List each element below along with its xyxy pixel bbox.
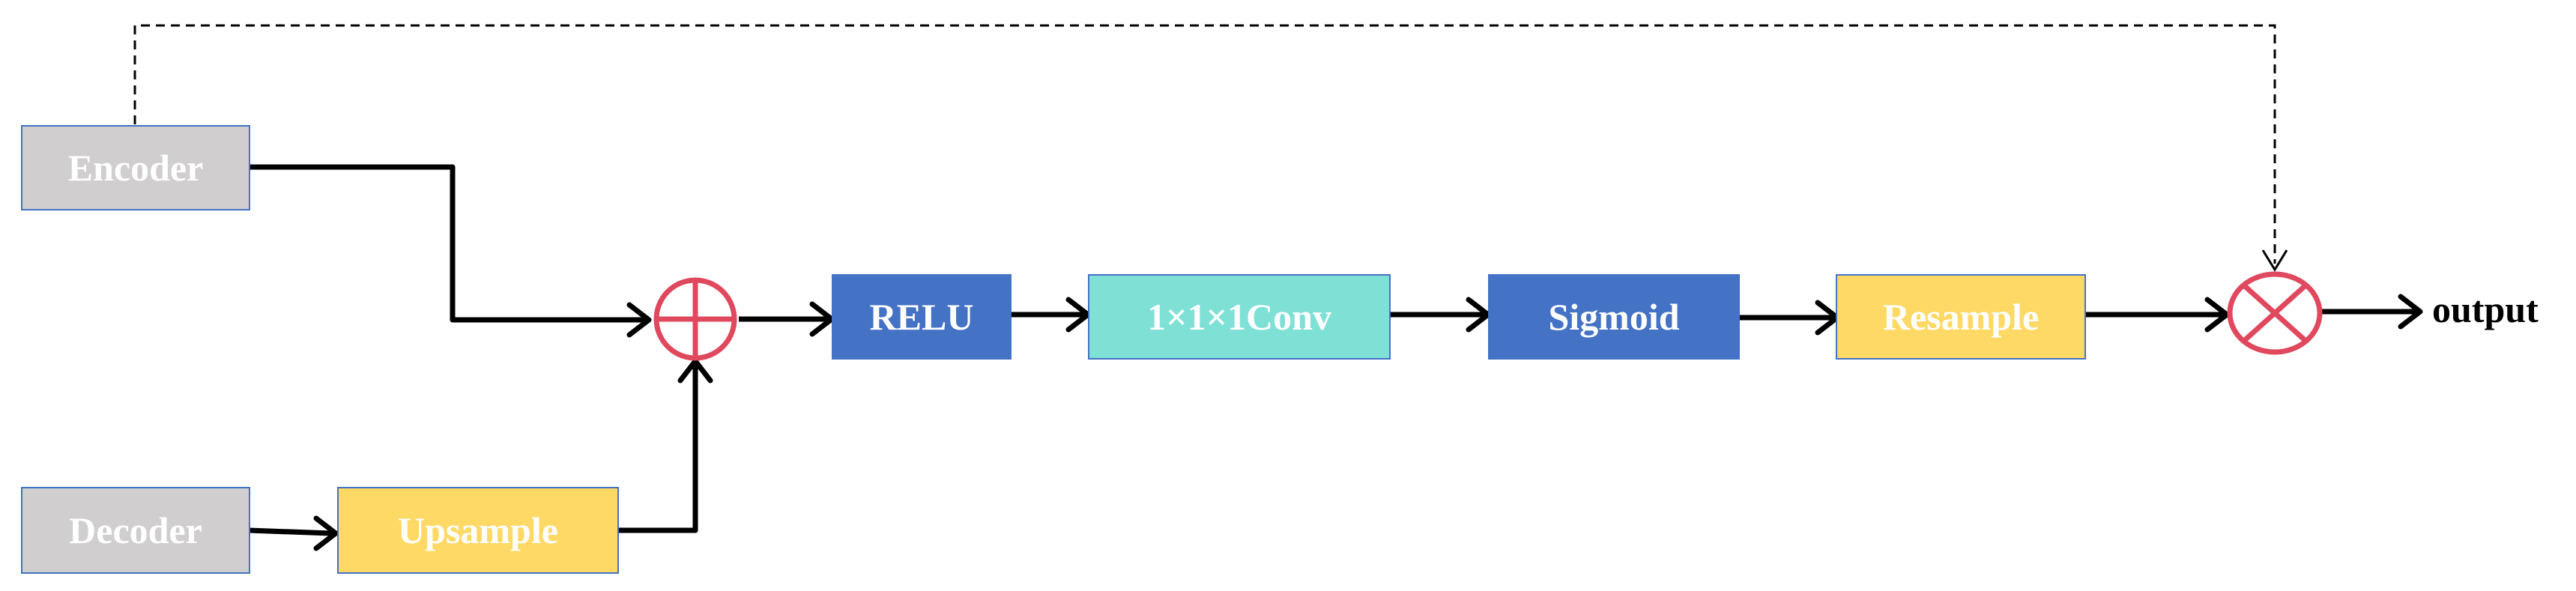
skip-connection-arrowhead (2261, 249, 2288, 272)
skip-connection-dashed (133, 24, 2276, 264)
add-operator-icon (653, 277, 737, 361)
edge-encoder-to-add (249, 164, 644, 323)
sigmoid-box: Sigmoid (1488, 274, 1740, 360)
encoder-label: Encoder (67, 147, 204, 189)
resample-label: Resample (1882, 296, 2040, 338)
edge-upsample-to-add (617, 366, 698, 533)
upsample-label: Upsample (398, 509, 558, 551)
edge-encoder-to-add-arrowhead (626, 302, 652, 338)
relu-label: RELU (869, 296, 974, 338)
edge-upsample-to-add-arrowhead (677, 358, 713, 384)
multiply-operator-icon (2227, 271, 2323, 355)
output-label: output (2432, 288, 2539, 330)
edge-decoder-to-upsample (248, 527, 332, 536)
conv-box: 1×1×1Conv (1088, 274, 1391, 360)
conv-label: 1×1×1Conv (1147, 296, 1331, 338)
edge-multiply-to-output-arrowhead (2398, 294, 2423, 330)
resample-box: Resample (1836, 274, 2086, 360)
sigmoid-label: Sigmoid (1548, 296, 1680, 338)
decoder-label: Decoder (69, 509, 202, 551)
edge-resample-to-multiply-arrowhead (2204, 297, 2230, 333)
upsample-box: Upsample (337, 487, 619, 574)
encoder-box: Encoder (21, 125, 250, 210)
decoder-box: Decoder (21, 487, 250, 574)
relu-box: RELU (832, 274, 1012, 360)
edge-decoder-to-upsample-arrowhead (313, 515, 339, 551)
